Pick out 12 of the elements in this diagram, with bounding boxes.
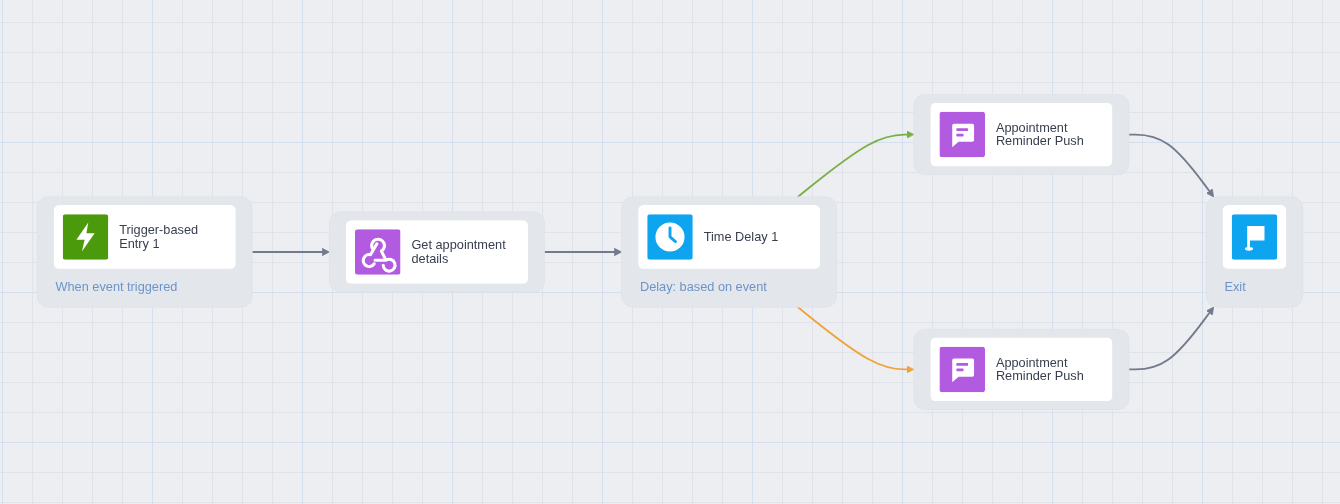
node-box: Appointment Reminder Push [913, 328, 1130, 410]
arrow [543, 248, 623, 256]
arrow [1127, 306, 1215, 371]
node-box: Exit [1205, 196, 1304, 308]
arrow [796, 130, 915, 198]
node-box: Trigger-based Entry 1 When event triggered [36, 196, 253, 308]
node-box: Time Delay 1 Delay: based on event [621, 196, 838, 308]
node-box: Get appointment details [329, 211, 545, 293]
arrow [1127, 133, 1215, 198]
node-box: Appointment Reminder Push [913, 94, 1130, 176]
arrow [796, 306, 915, 374]
arrow [251, 248, 330, 256]
